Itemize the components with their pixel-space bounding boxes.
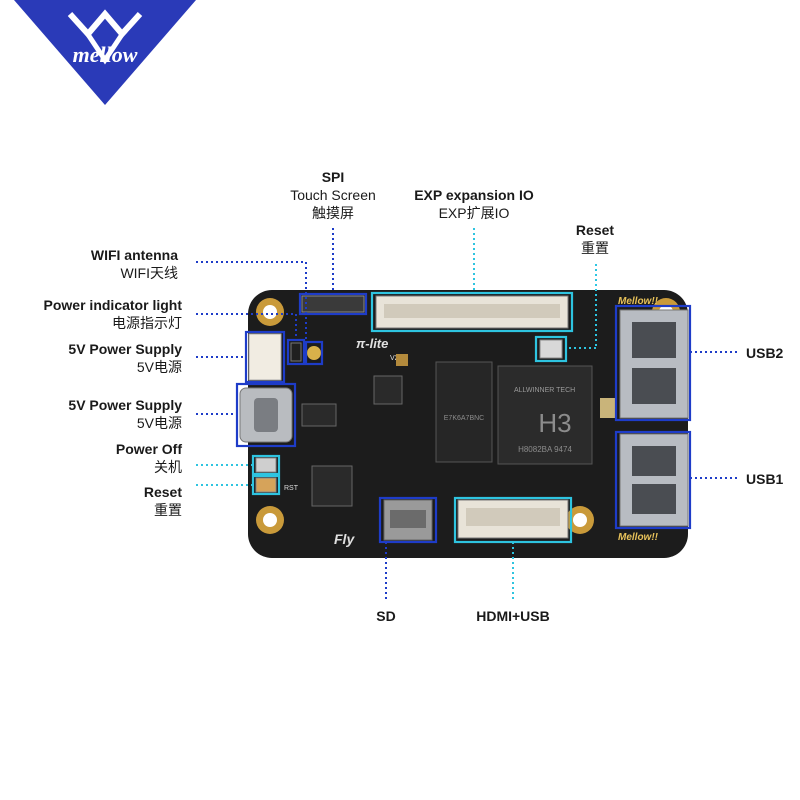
logo-text: mellow bbox=[73, 42, 138, 67]
label-reset-top-title: Reset bbox=[575, 222, 615, 238]
callout-box-led bbox=[286, 338, 306, 366]
usb1-port bbox=[619, 433, 689, 527]
label-reset-top-line1: 重置 bbox=[581, 240, 609, 256]
callout-box-usb1 bbox=[614, 430, 692, 530]
label-spi-title: SPI bbox=[321, 169, 345, 185]
corner-brand-top: Mellow!! bbox=[618, 296, 659, 307]
label-usb1-title: USB1 bbox=[746, 471, 784, 487]
label-wifi-line1: WIFI天线 bbox=[120, 265, 178, 281]
label-5v-b: 5V Power Supply 5V电源 bbox=[20, 396, 182, 432]
callout-box-5v-b bbox=[235, 382, 297, 448]
callout-box-usb2 bbox=[614, 304, 692, 422]
soc-label: H3 bbox=[538, 408, 571, 438]
label-exp-title: EXP expansion IO bbox=[414, 187, 534, 203]
label-5v-a-line1: 5V电源 bbox=[136, 359, 182, 375]
callout-box-5v-a bbox=[244, 330, 286, 384]
rst-text: RST bbox=[284, 485, 299, 492]
label-reset-left: Reset 重置 bbox=[20, 483, 182, 519]
label-power-led: Power indicator light 电源指示灯 bbox=[4, 296, 182, 332]
brand-logo: mellow bbox=[14, 0, 196, 105]
usb2-port bbox=[619, 309, 689, 419]
callout-box-power-off bbox=[251, 454, 281, 476]
label-5v-a: 5V Power Supply 5V电源 bbox=[20, 340, 182, 376]
wifi-antenna-connector bbox=[307, 346, 321, 360]
callout-box-hdmi bbox=[453, 496, 573, 544]
label-spi-line1: Touch Screen bbox=[290, 187, 376, 203]
jst-5v-connector bbox=[248, 333, 282, 381]
ram-code: E7K6A7BNC bbox=[444, 415, 484, 422]
label-usb2: USB2 bbox=[746, 344, 783, 362]
label-reset-top: Reset 重置 bbox=[560, 221, 630, 257]
label-power-off-title: Power Off bbox=[115, 441, 182, 457]
label-hdmi-title: HDMI+USB bbox=[476, 608, 550, 624]
callout-box-reset-left bbox=[251, 474, 281, 496]
label-sd-title: SD bbox=[376, 608, 396, 624]
ram-chip bbox=[435, 361, 493, 463]
label-reset-left-line1: 重置 bbox=[154, 502, 182, 518]
label-5v-b-title: 5V Power Supply bbox=[68, 397, 182, 413]
power-off-button bbox=[255, 457, 277, 473]
callout-box-reset-top bbox=[534, 335, 568, 363]
label-wifi: WIFI antenna WIFI天线 bbox=[20, 246, 178, 282]
fly-text: Fly bbox=[334, 531, 355, 547]
label-spi: SPI Touch Screen 触摸屏 bbox=[268, 168, 398, 222]
callout-box-spi bbox=[298, 292, 368, 316]
label-exp-line1: EXP扩展IO bbox=[438, 205, 510, 221]
label-sd: SD bbox=[356, 607, 416, 625]
soc-vendor: ALLWINNER TECH bbox=[514, 387, 575, 394]
label-reset-left-title: Reset bbox=[143, 484, 182, 500]
reset-button-top bbox=[539, 339, 563, 359]
callout-box-wifi bbox=[304, 340, 324, 366]
power-led bbox=[290, 342, 302, 362]
label-spi-line2: 触摸屏 bbox=[312, 205, 354, 221]
label-power-led-line1: 电源指示灯 bbox=[112, 315, 182, 331]
label-hdmi: HDMI+USB bbox=[458, 607, 568, 625]
board-model: π-lite bbox=[356, 336, 388, 351]
label-power-led-title: Power indicator light bbox=[43, 297, 182, 313]
label-5v-a-title: 5V Power Supply bbox=[68, 341, 182, 357]
reset-button-left bbox=[255, 477, 277, 493]
label-exp: EXP expansion IO EXP扩展IO bbox=[392, 186, 556, 222]
label-5v-b-line1: 5V电源 bbox=[136, 415, 182, 431]
callout-box-exp bbox=[370, 291, 574, 333]
soc-code: H8082BA 9474 bbox=[518, 445, 572, 454]
label-power-off: Power Off 关机 bbox=[20, 440, 182, 476]
spi-connector bbox=[301, 295, 365, 313]
callout-box-sd bbox=[378, 496, 438, 544]
corner-brand-bottom: Mellow!! bbox=[618, 532, 659, 543]
label-power-off-line1: 关机 bbox=[154, 459, 182, 475]
label-wifi-title: WIFI antenna bbox=[90, 247, 178, 263]
soc-chip bbox=[497, 365, 593, 465]
label-usb1: USB1 bbox=[746, 470, 783, 488]
label-usb2-title: USB2 bbox=[746, 345, 784, 361]
